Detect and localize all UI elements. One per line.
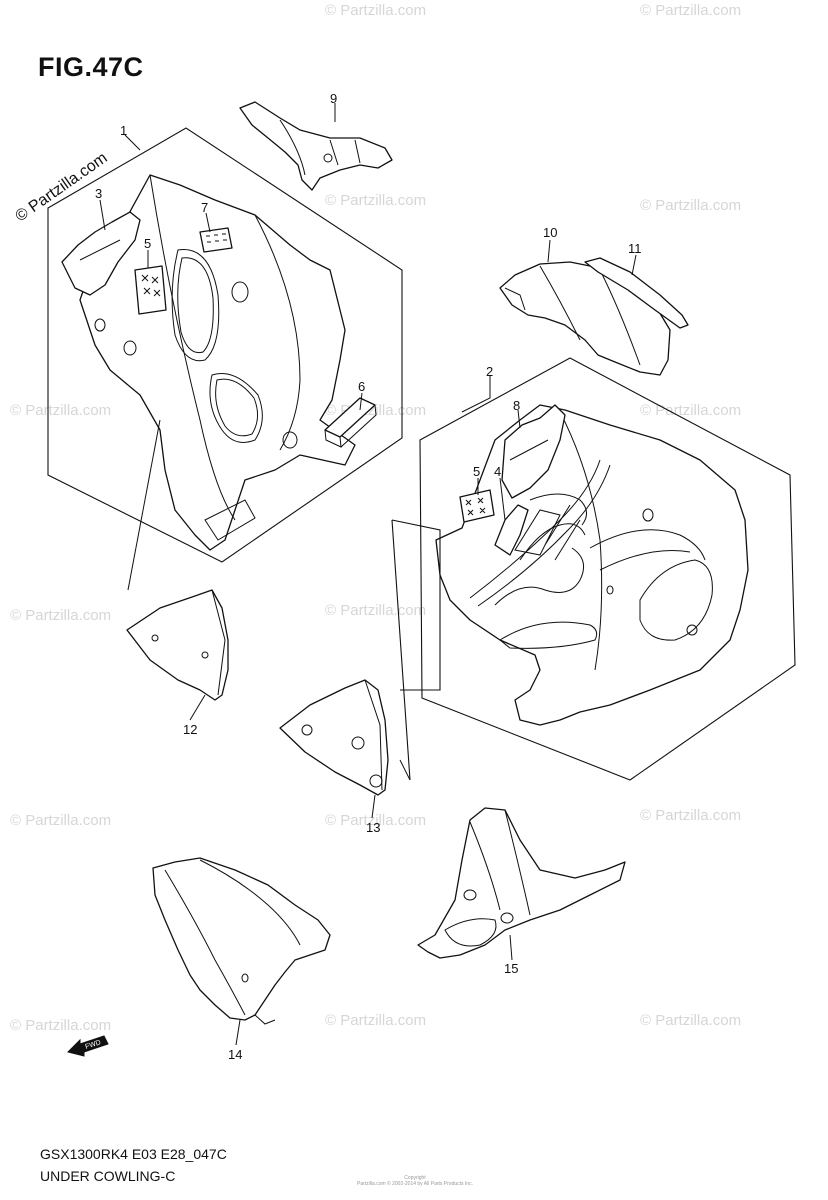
watermark: © Partzilla.com [325,1012,426,1029]
label-pattern-right [465,497,486,516]
panel-edge-line [149,174,236,521]
callout-10: 10 [543,225,557,240]
callout-8: 8 [513,398,520,413]
part-14-lower-cowling [152,857,331,1021]
watermark: © Partzilla.com [640,2,741,19]
part-15-grommet [500,912,514,924]
cowling-hole [606,585,614,595]
label-pattern-7 [206,233,227,243]
part-14-hole [241,973,249,983]
panel-hole [94,318,106,332]
part-12-cover [126,589,229,701]
part-13-cover [279,679,389,796]
cowling-trim-line [589,529,706,561]
cowling-logo-hayabusa [494,493,598,649]
cowling-trim-line-2 [599,549,691,571]
callout-4: 4 [494,464,501,479]
copyright-line: Copyright [404,1175,426,1181]
assembly-frame-right [419,357,796,781]
copyright-line: Partzilla.com © 2002-2014 by All Parts P… [357,1181,473,1187]
watermark: © Partzilla.com [640,1012,741,1029]
callout-11: 11 [628,241,642,256]
part-9-bracket [239,101,393,191]
cowling-hole [686,624,698,636]
callout-13: 13 [366,820,380,835]
callout-15: 15 [504,961,518,976]
watermark: © Partzilla.com [640,402,741,419]
part-7-label [199,227,233,253]
part-5-label [134,265,167,315]
watermark: © Partzilla.com [640,197,741,214]
panel-hole [282,431,298,449]
callout-3: 3 [95,186,102,201]
panel-opening-lower [209,373,263,443]
label-pattern [141,274,161,297]
panel-opening-upper-inner [177,257,214,354]
leader-lines [99,103,637,1046]
watermark: © Partzilla.com [325,2,426,19]
cowling-graphic-stripe-2 [477,464,611,607]
watermark: © Partzilla.com [640,807,741,824]
callout-5b: 5 [473,464,480,479]
assembly-frame-center [391,519,441,781]
part-10-panel [499,261,671,376]
panel-lower-bracket [204,499,256,541]
part-8-bracket [501,404,566,499]
cowling-graphic-stripe [469,459,601,599]
cowling-headlight-opening [639,559,713,641]
callout-7: 7 [201,200,208,215]
part-15-under-cowling [417,807,626,959]
callout-6: 6 [358,379,365,394]
callout-1: 1 [120,123,127,138]
callout-2: 2 [486,364,493,379]
part-13-grommet [351,736,365,750]
assembly-frame-left [47,127,403,563]
part-12-hole [201,651,209,659]
part-9-hole [323,153,333,163]
callout-5a: 5 [144,236,151,251]
figure-code: GSX1300RK4 E03 E28_047C [40,1146,227,1162]
panel-fold-line [254,214,301,451]
part-13-grommet [301,724,313,736]
callout-9: 9 [330,91,337,106]
figure-name: UNDER COWLING-C [40,1168,176,1184]
part-3-bracket [61,211,141,296]
watermark: © Partzilla.com [10,812,111,829]
part-12-hole [151,634,159,642]
panel-hole [231,281,249,303]
panel-opening-lower-inner [215,378,258,437]
part-11-trim [584,257,689,329]
part-15-grommet [463,889,477,901]
watermark: © Partzilla.com [10,1017,111,1034]
cowling-edge [559,411,603,671]
watermark: © Partzilla.com [325,812,426,829]
part-2-outer-cowling [435,404,749,726]
cowling-hole [642,508,654,522]
copyright-notice: Copyright Partzilla.com © 2002-2014 by A… [355,1175,475,1187]
panel-opening-upper [171,249,220,362]
watermark: © Partzilla.com [325,192,426,209]
fwd-label: FWD [84,1039,101,1051]
watermark: © Partzilla.com [10,607,111,624]
callout-14: 14 [228,1047,242,1062]
watermark: © Partzilla.com [10,402,111,419]
watermark: © Partzilla.com [325,602,426,619]
figure-title: FIG.47C [38,52,144,82]
fwd-arrow-icon: FWD [67,1035,109,1057]
callout-12: 12 [183,722,197,737]
panel-hole [123,340,137,356]
cowling-logo-detail [514,504,581,561]
